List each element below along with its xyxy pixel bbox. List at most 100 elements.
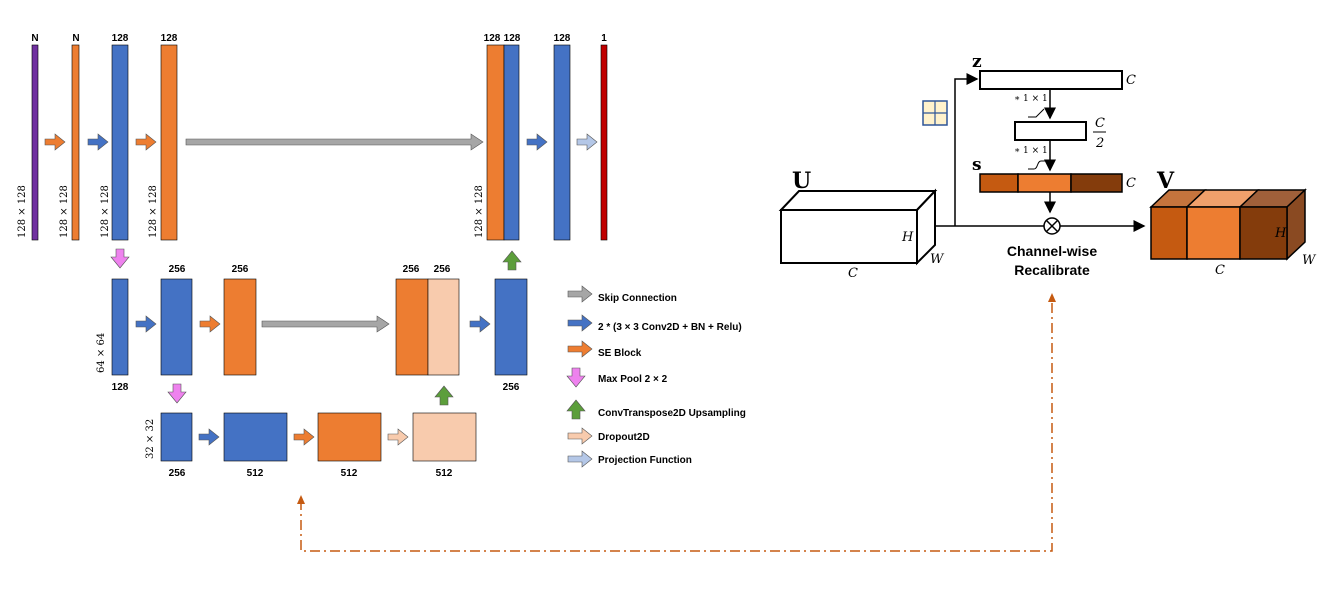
projection-arrow	[576, 133, 598, 151]
s-c-label: C	[1126, 176, 1136, 191]
channel-label: 128	[484, 33, 501, 44]
legend-swatch-dropout	[567, 427, 593, 445]
spatial-label: 32 × 32	[145, 419, 156, 459]
legend-label: Max Pool 2 × 2	[598, 374, 668, 385]
channel-label: 128	[112, 382, 129, 393]
maxpool-arrow	[110, 248, 130, 269]
legend-label: Dropout2D	[598, 432, 650, 443]
legend-label: Skip Connection	[598, 293, 677, 304]
conv-block-mid-out	[494, 278, 528, 376]
concat-orange-mid	[395, 278, 429, 376]
u-tensor	[778, 188, 938, 266]
conv-arrow	[87, 133, 109, 151]
upsampling-arrow	[434, 385, 454, 406]
upsampling-arrow	[502, 250, 522, 271]
concat-blue-top	[503, 44, 520, 241]
dropout-block-bottom	[412, 412, 477, 462]
legend-swatch-maxpool	[566, 367, 586, 388]
se-block-bottom	[317, 412, 382, 462]
conv-arrow	[469, 315, 491, 333]
maxpool-arrow	[167, 383, 187, 404]
conv-block-bottom	[223, 412, 288, 462]
conv-block-1	[111, 44, 129, 241]
legend-swatch-upsampling	[566, 399, 586, 420]
se-arrow	[135, 133, 157, 151]
conv-block-bottom-in	[160, 412, 193, 462]
channel-label: N	[31, 33, 38, 44]
spatial-label: 128 × 128	[148, 185, 159, 238]
v-w-label: W	[1302, 253, 1317, 268]
conv-arrow	[198, 428, 220, 446]
channel-label: 512	[247, 468, 264, 479]
channel-label: 128	[161, 33, 178, 44]
conv-block-mid-in	[111, 278, 129, 376]
recalibrate-label-2: Recalibrate	[1014, 262, 1090, 278]
c2-denominator: 2	[1095, 136, 1104, 151]
spatial-label: 128 × 128	[474, 185, 485, 238]
v-h-label: H	[1274, 226, 1287, 241]
multiply-icon	[1043, 217, 1061, 235]
z-vector	[979, 70, 1123, 90]
se-arrow	[44, 133, 66, 151]
conv-arrow	[135, 315, 157, 333]
legend-label: ConvTranspose2D Upsampling	[598, 408, 746, 419]
channel-label: 128	[554, 33, 571, 44]
se-arrow	[199, 315, 221, 333]
v-label: V	[1156, 168, 1175, 194]
legend-label: Projection Function	[598, 455, 692, 466]
u-w-label: W	[930, 252, 945, 267]
channel-label: 256	[232, 264, 249, 275]
connector-arrowhead-left	[297, 495, 305, 504]
channel-label: 128	[112, 33, 129, 44]
v-c-label: C	[1215, 263, 1225, 278]
se-block-detail: U H W C z C ∗ 1 × 1 C 2 ∗ 1 × 1	[778, 52, 1317, 281]
recalibrate-label-1: Channel-wise	[1007, 243, 1097, 259]
conv-arrow	[526, 133, 548, 151]
concat-peach-mid	[427, 278, 460, 376]
legend-swatch-conv	[567, 314, 593, 332]
conv-1x1-label-b: ∗ 1 × 1	[1014, 146, 1048, 156]
s-segment-3	[1070, 173, 1123, 193]
se-connector	[297, 293, 1056, 552]
sigmoid-icon	[1028, 160, 1045, 170]
channel-label: 256	[169, 264, 186, 275]
spatial-label: 128 × 128	[17, 185, 28, 238]
u-c-label: C	[848, 266, 858, 281]
concat-orange-top	[486, 44, 505, 241]
conv-1x1-label-a: ∗ 1 × 1	[1014, 94, 1048, 104]
skip-arrow-top	[185, 133, 484, 151]
v-tensor	[1149, 188, 1307, 261]
legend-swatch-se	[567, 340, 593, 358]
spatial-label: 128 × 128	[100, 185, 111, 238]
s-segment-2	[1017, 173, 1072, 193]
channel-label: 256	[403, 264, 420, 275]
input-block	[31, 44, 39, 241]
se-block-1	[71, 44, 80, 241]
z-c-label: C	[1126, 73, 1136, 88]
bottom-row: 256 512 512 512 32 × 32	[145, 412, 477, 479]
skip-arrow-mid	[261, 315, 390, 333]
u-to-z-line	[954, 73, 979, 226]
dropout-arrow	[387, 428, 409, 446]
se-arrow	[293, 428, 315, 446]
channel-label: 1	[601, 33, 607, 44]
middle-row: 256 256 256 256 128 256 64 × 64	[96, 264, 528, 406]
s-segment-1	[979, 173, 1019, 193]
channel-label: 128	[504, 33, 521, 44]
connector-arrowhead-right	[1048, 293, 1056, 302]
spatial-label: 128 × 128	[59, 185, 70, 238]
se-block-mid	[223, 278, 257, 376]
channel-label: 512	[436, 468, 453, 479]
conv-block-mid	[160, 278, 193, 376]
channel-label: 256	[434, 264, 451, 275]
output-block	[600, 44, 608, 241]
c2-numerator: C	[1095, 116, 1105, 131]
top-row: N N 128 128 128 128 128 1 128 × 128 128 …	[17, 33, 608, 271]
legend-label: 2 * (3 × 3 Conv2D + BN + Relu)	[598, 322, 742, 333]
legend-swatch-projection	[567, 450, 593, 468]
legend-label: SE Block	[598, 348, 642, 359]
u-label: U	[792, 168, 811, 194]
u-h-label: H	[901, 230, 914, 245]
z-label: z	[972, 52, 982, 72]
